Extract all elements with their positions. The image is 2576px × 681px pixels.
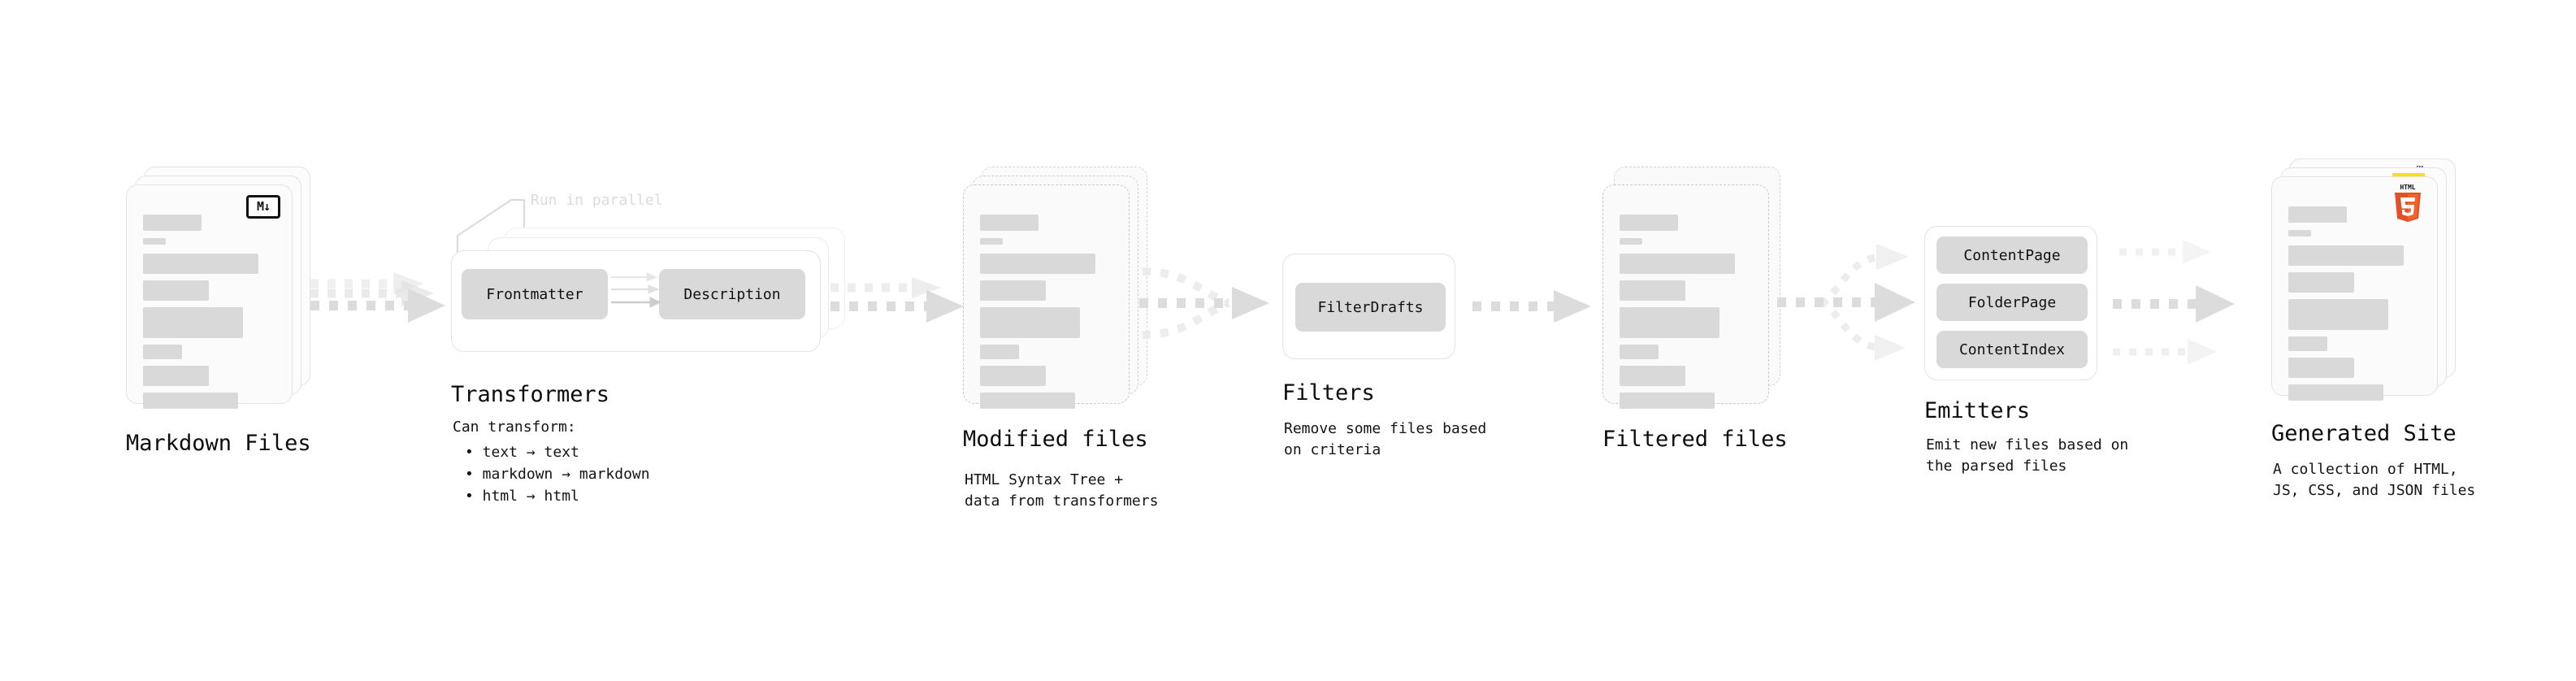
skeleton-line bbox=[2288, 245, 2404, 266]
skeleton-line bbox=[980, 254, 1095, 274]
markdown-files-title: Markdown Files bbox=[126, 431, 311, 456]
skeleton-line bbox=[2288, 206, 2347, 223]
markdown-badge-icon: M↓ bbox=[246, 195, 280, 219]
skeleton-line bbox=[1620, 345, 1659, 359]
skeleton-line bbox=[143, 366, 209, 386]
arrow-filters-to-filtered bbox=[1472, 290, 1591, 323]
skeleton-line bbox=[143, 238, 166, 245]
emitter-node-folderpage[interactable]: FolderPage bbox=[1936, 284, 2088, 321]
arrow-modified-to-filters bbox=[1139, 267, 1269, 339]
skeleton-line bbox=[1620, 215, 1678, 231]
modified-files-subtitle: HTML Syntax Tree + data from transformer… bbox=[965, 471, 1159, 510]
skeleton-line bbox=[980, 238, 1003, 245]
skeleton-line bbox=[980, 215, 1039, 231]
skeleton-line bbox=[143, 280, 209, 301]
transformer-node-description[interactable]: Description bbox=[659, 269, 805, 319]
skeleton-line bbox=[1620, 307, 1720, 338]
skeleton-line bbox=[2288, 230, 2311, 236]
skeleton-line bbox=[2288, 358, 2354, 378]
emitters-subtitle: Emit new files based on the parsed files bbox=[1926, 436, 2129, 475]
svg-text:HTML: HTML bbox=[2400, 184, 2415, 191]
site-card-html: HTML bbox=[2271, 176, 2438, 401]
transformers-bullet-2: • html → html bbox=[465, 488, 579, 505]
filtered-card-front bbox=[1602, 184, 1769, 409]
skeleton-line bbox=[980, 280, 1046, 301]
filters-box: FilterDrafts bbox=[1282, 254, 1455, 359]
filtered-files-title: Filtered files bbox=[1602, 427, 1788, 452]
skeleton-line bbox=[980, 366, 1046, 386]
transformers-bullet-1: • markdown → markdown bbox=[465, 466, 650, 483]
emitters-title: Emitters bbox=[1924, 398, 2031, 423]
emitter-node-contentindex[interactable]: ContentIndex bbox=[1936, 331, 2088, 368]
skeleton-line bbox=[2288, 272, 2354, 293]
transformers-box-front: Frontmatter Description bbox=[451, 250, 821, 352]
arrow-emitters-to-site bbox=[2113, 240, 2235, 365]
run-in-parallel-label: Run in parallel bbox=[531, 192, 663, 209]
transformer-inner-arrows bbox=[611, 272, 662, 308]
emitter-node-contentpage[interactable]: ContentPage bbox=[1936, 236, 2088, 274]
skeleton-line bbox=[143, 215, 202, 231]
transformers-bullet-0: • text → text bbox=[465, 444, 579, 461]
arrow-filtered-to-emitters bbox=[1777, 244, 1915, 361]
transformer-node-frontmatter[interactable]: Frontmatter bbox=[462, 269, 608, 319]
arrow-transformers-to-modified bbox=[830, 277, 964, 323]
skeleton-line bbox=[1620, 366, 1685, 386]
modified-files-title: Modified files bbox=[963, 427, 1148, 452]
run-in-parallel-bracket bbox=[456, 198, 526, 270]
markdown-card-front: M↓ bbox=[126, 184, 293, 409]
skeleton-line bbox=[143, 393, 238, 409]
skeleton-line bbox=[143, 254, 258, 274]
skeleton-line bbox=[2288, 299, 2388, 330]
skeleton-line bbox=[1620, 393, 1715, 409]
filter-node-filterdrafts[interactable]: FilterDrafts bbox=[1295, 283, 1446, 332]
filters-subtitle: Remove some files based on criteria bbox=[1284, 420, 1487, 459]
generated-site-title: Generated Site bbox=[2271, 421, 2457, 446]
transformers-title: Transformers bbox=[451, 382, 610, 407]
skeleton-line bbox=[143, 307, 243, 338]
filters-title: Filters bbox=[1282, 380, 1375, 406]
html5-badge-icon: HTML bbox=[2395, 184, 2421, 222]
skeleton-line bbox=[2288, 384, 2383, 401]
arrow-markdown-to-transformers bbox=[310, 272, 445, 323]
emitters-box: ContentPage FolderPage ContentIndex bbox=[1924, 226, 2097, 380]
generated-site-subtitle: A collection of HTML, JS, CSS, and JSON … bbox=[2273, 461, 2476, 500]
skeleton-line bbox=[1620, 280, 1685, 301]
skeleton-line bbox=[980, 393, 1075, 409]
skeleton-line bbox=[980, 307, 1080, 338]
transformers-subtitle: Can transform: bbox=[453, 419, 576, 436]
modified-card-front bbox=[963, 184, 1130, 409]
skeleton-line bbox=[143, 345, 182, 359]
skeleton-line bbox=[1620, 238, 1642, 245]
skeleton-line bbox=[1620, 254, 1735, 274]
skeleton-line bbox=[2288, 336, 2327, 351]
skeleton-line bbox=[980, 345, 1019, 359]
